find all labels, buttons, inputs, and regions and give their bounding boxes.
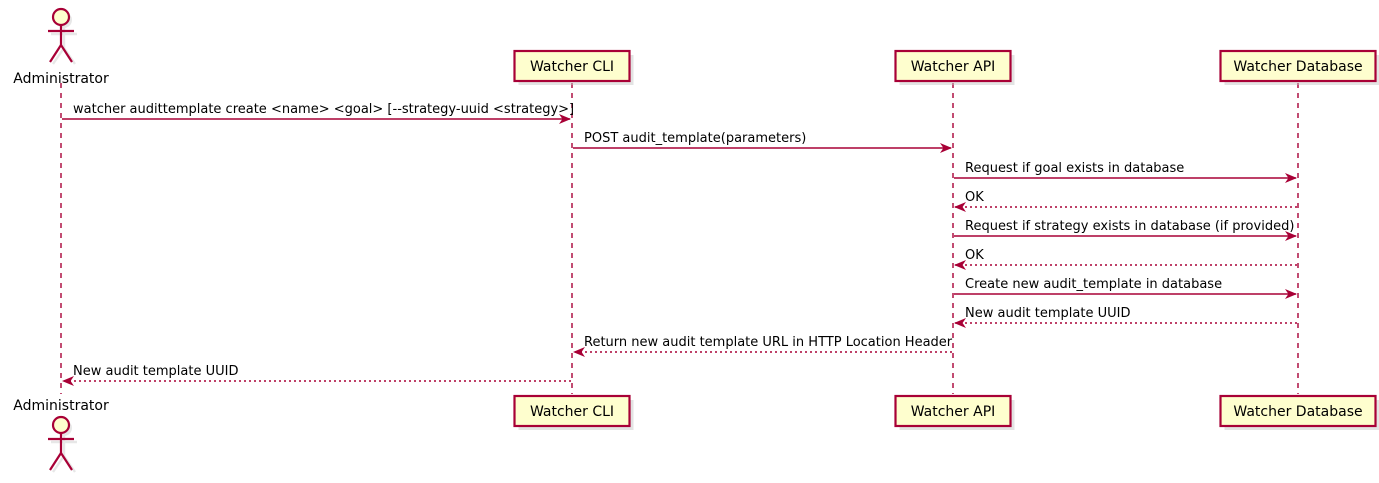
participant-box-watcher-cli[interactable]: [513, 49, 631, 83]
actor-head-administrator: [51, 415, 71, 435]
participant-label-watcher-cli: Watcher CLI: [530, 404, 614, 420]
actor-label-administrator: Administrator: [13, 71, 109, 87]
actor-leg-right-administrator: [60, 452, 73, 471]
message-label-5: Request if strategy exists in database (…: [965, 219, 1294, 234]
message-arrows-group: [62, 114, 1297, 386]
message-label-1: watcher audittemplate create <name> <goa…: [73, 102, 574, 117]
actor-leg-left-administrator: [49, 44, 62, 63]
actor-head-administrator: [51, 7, 71, 27]
message-label-6: OK: [965, 248, 984, 263]
actor-figure-administrator: [48, 7, 77, 65]
message-label-3: Request if goal exists in database: [965, 161, 1184, 176]
participant-label-watcher-database: Watcher Database: [1233, 404, 1362, 420]
message-label-2: POST audit_template(parameters): [584, 131, 806, 146]
participant-box-watcher-database[interactable]: [1219, 49, 1377, 83]
message-label-4: OK: [965, 190, 984, 205]
participant-box-watcher-api[interactable]: [894, 394, 1012, 428]
participant-box-watcher-database[interactable]: [1219, 394, 1377, 428]
message-label-7: Create new audit_template in database: [965, 277, 1222, 292]
message-label-9: Return new audit template URL in HTTP Lo…: [584, 335, 953, 350]
lifelines-group: [60, 83, 1299, 394]
message-label-8: New audit template UUID: [965, 306, 1130, 321]
participant-box-watcher-api[interactable]: [894, 49, 1012, 83]
participant-label-watcher-database: Watcher Database: [1233, 59, 1362, 75]
actor-leg-right-administrator: [60, 44, 73, 63]
actor-label-administrator: Administrator: [13, 398, 109, 414]
participant-label-watcher-api: Watcher API: [911, 404, 996, 420]
participant-boxes-group: Watcher CLI Watcher CLI Watcher API Watcher…: [513, 49, 1379, 430]
participant-box-watcher-cli[interactable]: [513, 394, 631, 428]
actor-leg-left-administrator: [49, 452, 62, 471]
participant-label-watcher-cli: Watcher CLI: [530, 59, 614, 75]
actor-figure-administrator: [48, 415, 77, 473]
message-label-10: New audit template UUID: [73, 364, 238, 379]
message-labels-group: watcher audittemplate create <name> <goa…: [73, 102, 1294, 379]
participant-label-watcher-api: Watcher API: [911, 59, 996, 75]
